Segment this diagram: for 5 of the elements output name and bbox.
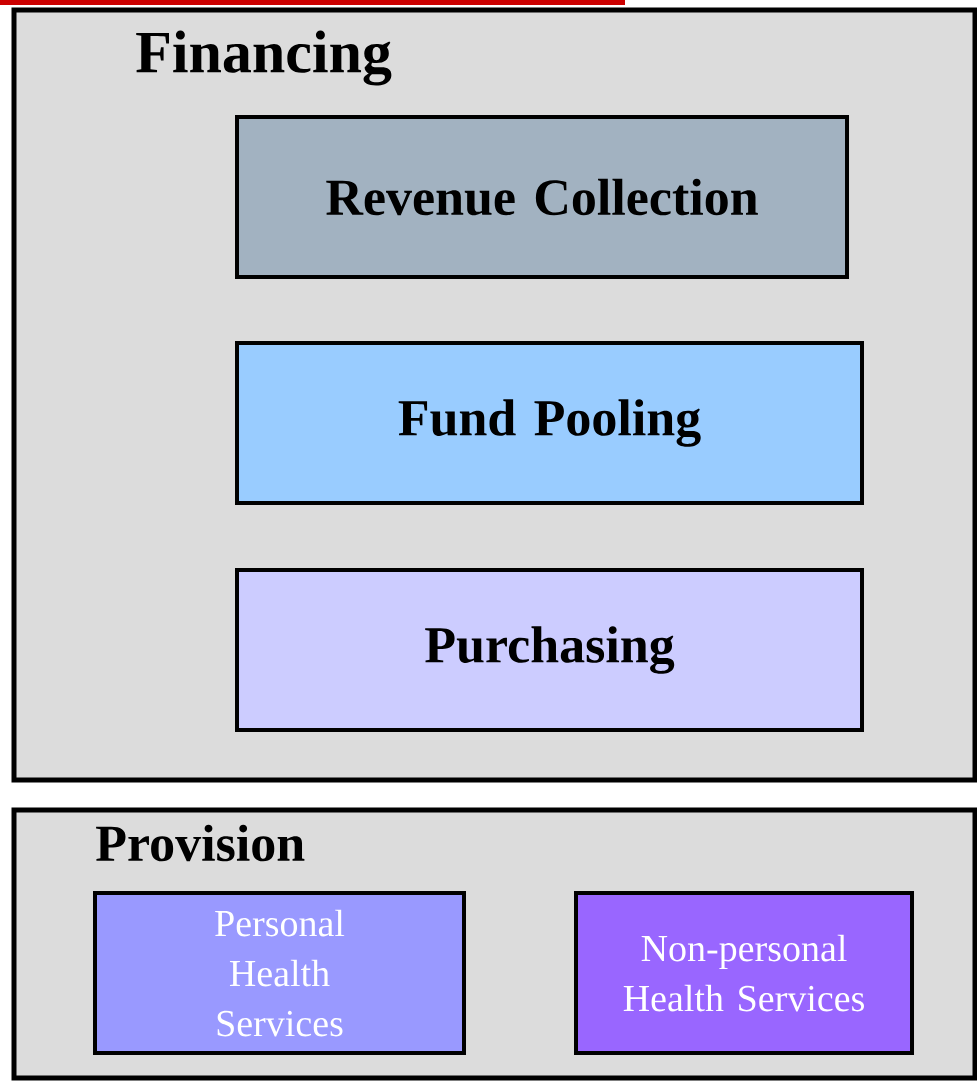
process-box: Personal Health Services [93, 891, 466, 1055]
process-box: Revenue Collection [235, 115, 849, 279]
process-box: Purchasing [235, 568, 864, 732]
process-box: Fund Pooling [235, 341, 864, 505]
process-box: Non-personal Health Services [574, 891, 914, 1055]
